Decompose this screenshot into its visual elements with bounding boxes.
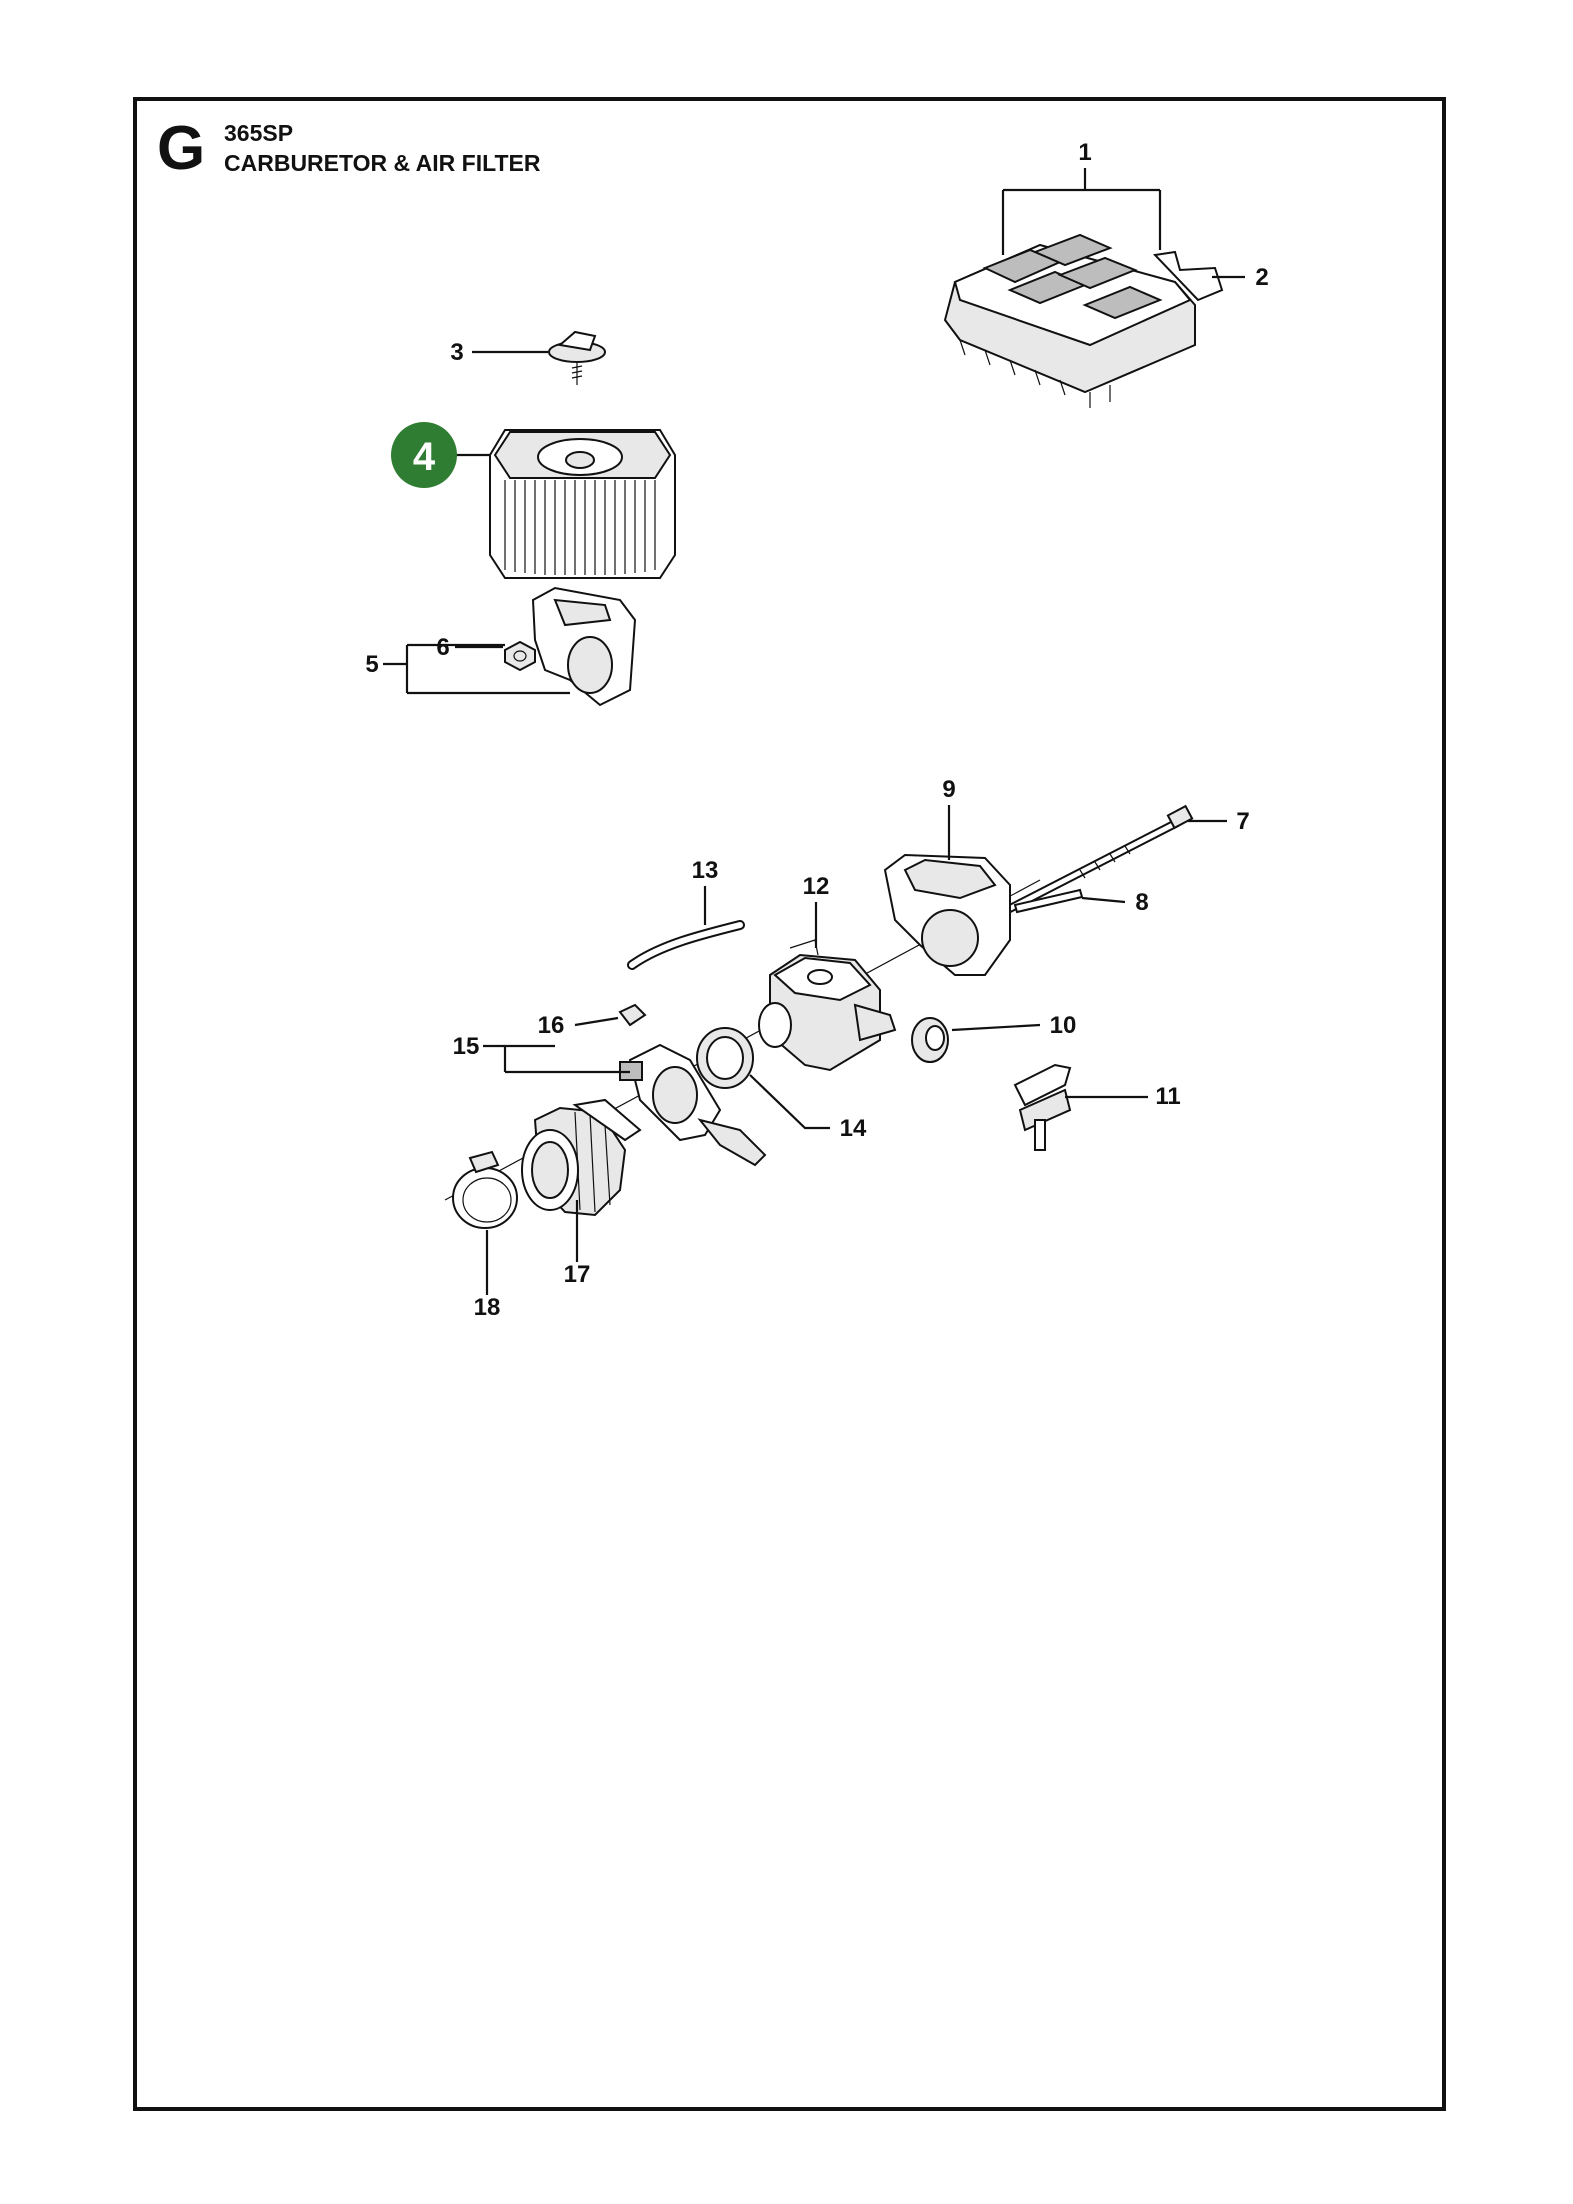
callout-label-6: 6 <box>436 634 449 661</box>
highlight-number: 4 <box>413 435 436 479</box>
callout-label-11: 11 <box>1155 1083 1180 1110</box>
part-fuel-hose[interactable] <box>627 920 745 970</box>
callout-15: 15 <box>453 1033 630 1074</box>
callout-2: 2 <box>1212 264 1269 291</box>
callout-12: 12 <box>803 873 830 948</box>
part-carburetor[interactable] <box>758 939 897 1072</box>
part-clamp-plate[interactable] <box>619 1043 767 1167</box>
callout-label-2: 2 <box>1255 264 1268 291</box>
part-carburetor-flange[interactable] <box>883 853 1011 976</box>
callout-label-14: 14 <box>840 1115 867 1142</box>
part-bracket[interactable] <box>1013 1063 1072 1151</box>
callout-18: 18 <box>474 1230 501 1321</box>
callout-label-12: 12 <box>803 873 830 900</box>
part-nut[interactable] <box>504 640 536 672</box>
part-hose-clamp[interactable] <box>452 1150 518 1229</box>
part-knob[interactable] <box>548 330 606 385</box>
callout-16: 16 <box>538 1012 619 1039</box>
part-gasket-ring[interactable] <box>696 1027 754 1089</box>
part-fitting[interactable] <box>911 1017 949 1063</box>
callout-6: 6 <box>436 634 503 661</box>
callout-label-8: 8 <box>1135 889 1148 916</box>
callout-label-5: 5 <box>365 651 378 678</box>
page-frame <box>133 97 1446 2111</box>
part-air-filter-cover[interactable] <box>943 233 1224 408</box>
callout-label-13: 13 <box>692 857 719 884</box>
model-number: 365SP <box>224 120 294 146</box>
callout-label-7: 7 <box>1236 808 1249 835</box>
section-letter: G <box>157 114 206 183</box>
callout-14: 14 <box>749 1074 867 1142</box>
callout-label-17: 17 <box>564 1261 591 1288</box>
highlight-badge <box>391 422 457 488</box>
callout-7: 7 <box>1188 808 1250 835</box>
callout-8: 8 <box>1081 889 1149 916</box>
part-air-filter[interactable] <box>489 429 676 579</box>
part-rod[interactable] <box>1013 888 1084 914</box>
part-filter-holder[interactable] <box>531 586 637 707</box>
part-intake-boot[interactable] <box>521 1098 642 1217</box>
callout-label-3: 3 <box>450 339 463 366</box>
callout-label-18: 18 <box>474 1294 501 1321</box>
callout-label-16: 16 <box>538 1012 565 1039</box>
callout-11: 11 <box>1065 1083 1181 1110</box>
part-clip[interactable] <box>618 1003 647 1027</box>
callout-label-15: 15 <box>453 1033 480 1060</box>
callout-17: 17 <box>564 1200 591 1288</box>
callout-13: 13 <box>692 857 719 925</box>
callout-10: 10 <box>951 1012 1077 1039</box>
callout-label-10: 10 <box>1050 1012 1077 1039</box>
callout-4-highlight[interactable]: 4 <box>391 422 490 488</box>
page-title: CARBURETOR & AIR FILTER <box>224 150 541 176</box>
callout-label-9: 9 <box>942 776 955 803</box>
callout-3: 3 <box>450 339 548 366</box>
callout-1: 1 <box>1001 139 1162 255</box>
callout-label-1: 1 <box>1078 139 1091 166</box>
callout-5: 5 <box>365 643 570 695</box>
callout-9: 9 <box>942 776 956 860</box>
